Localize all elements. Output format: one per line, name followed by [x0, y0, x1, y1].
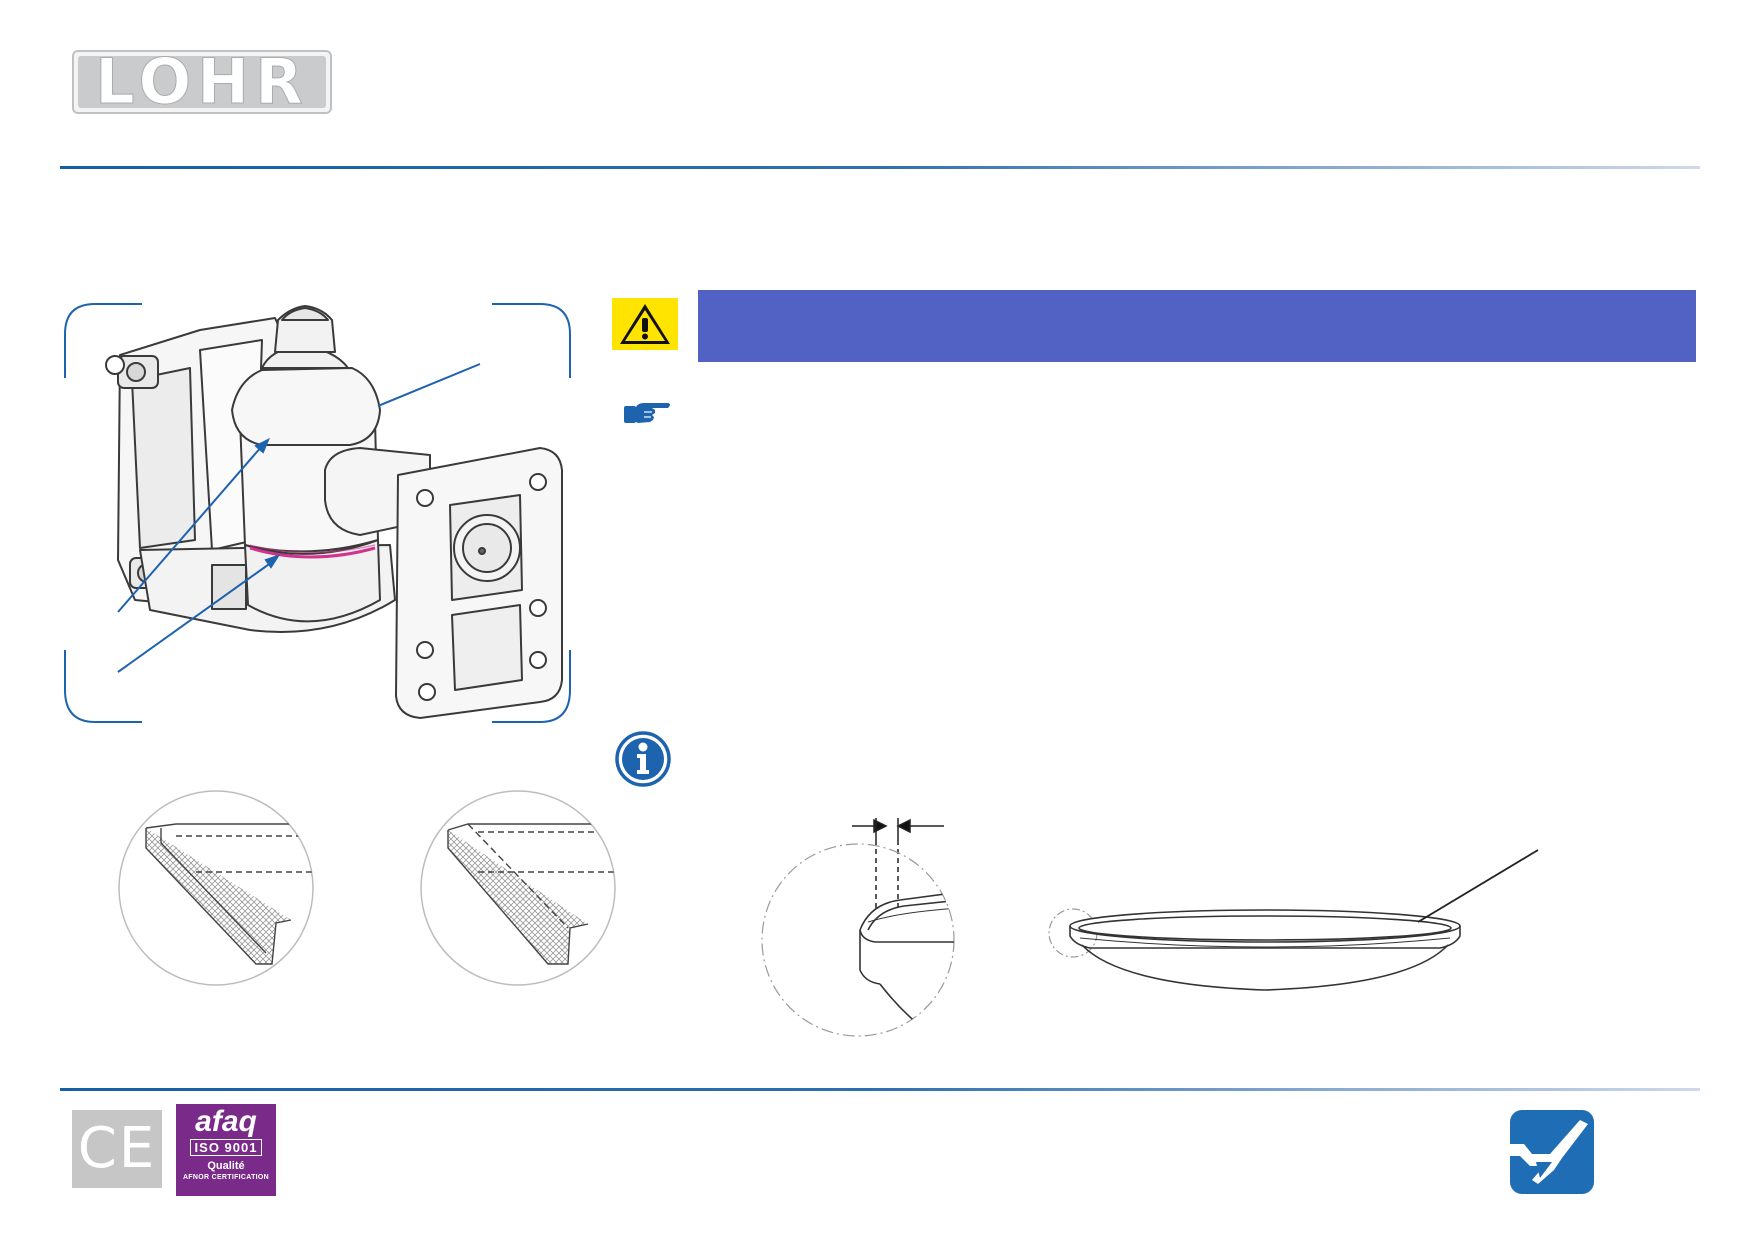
info-circle-icon: [615, 731, 671, 787]
lohr-logo-plate: LOHR: [78, 50, 326, 113]
zoom-circle: [761, 843, 955, 1037]
warning-triangle-icon: [612, 298, 678, 350]
warning-banner: [698, 290, 1696, 362]
ce-mark-text: CE: [77, 1116, 157, 1181]
callout-lines: [117, 363, 481, 673]
pointing-hand-icon: [624, 403, 670, 423]
ring-full: [1069, 909, 1461, 991]
footer-rule: [60, 1088, 1700, 1091]
afaq-org: AFNOR CERTIFICATION: [182, 1174, 270, 1181]
lohr-brand-icon: [1510, 1110, 1594, 1194]
gap-dimension: [852, 818, 944, 912]
afaq-brand: afaq: [195, 1105, 257, 1138]
ring-edge-closeup: [859, 891, 954, 1031]
lohr-logo: LOHR: [72, 50, 332, 114]
ring-callout-line: [1417, 849, 1539, 923]
lohr-logo-text: LOHR: [95, 45, 309, 118]
afaq-certification-badge: afaq ISO 9001 Qualité AFNOR CERTIFICATIO…: [176, 1104, 276, 1196]
header-rule: [60, 166, 1700, 169]
afaq-quality: Qualité: [207, 1160, 245, 1172]
detail-circle-worn: [420, 790, 616, 986]
afaq-standard: ISO 9001: [189, 1139, 263, 1156]
seal-ring-highlight: [249, 546, 376, 559]
illustration-frame: [64, 303, 571, 723]
ce-mark-icon: CE: [72, 1110, 162, 1188]
detail-circle-new: [118, 790, 314, 986]
